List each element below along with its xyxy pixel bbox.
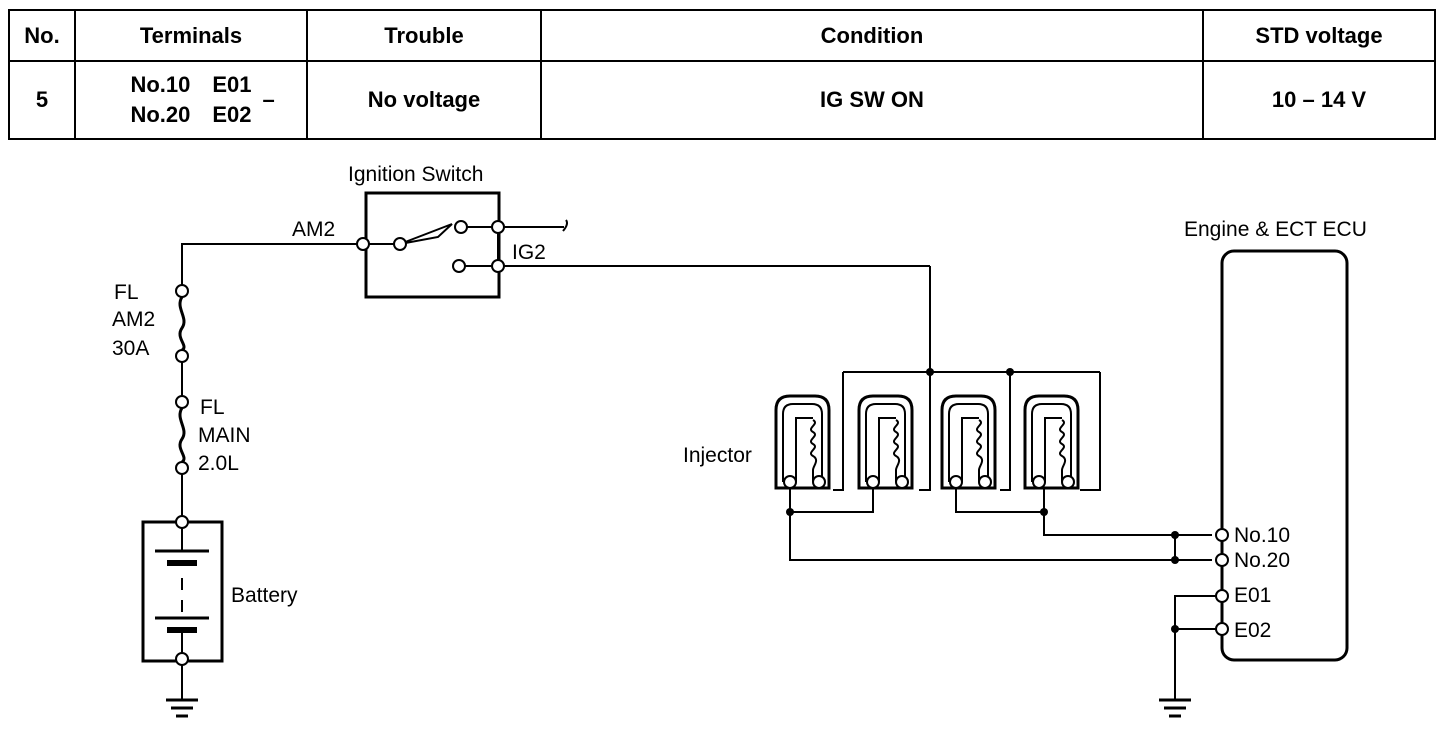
injector-3 xyxy=(940,394,997,490)
header-trouble: Trouble xyxy=(306,9,542,62)
terminal-pair-1: No.10 E01 xyxy=(130,70,251,100)
fuse-main-label-2: MAIN xyxy=(198,424,251,447)
injector-label: Injector xyxy=(683,444,752,467)
header-terminals: Terminals xyxy=(74,9,308,62)
junction-dots xyxy=(786,368,1179,633)
ecu-terminal-no20: No.20 xyxy=(1234,549,1290,572)
terminal-pairs: No.10 E01 No.20 E02 – xyxy=(130,70,274,130)
cell-condition: IG SW ON xyxy=(540,60,1204,140)
cell-terminals: No.10 E01 No.20 E02 – xyxy=(74,60,308,140)
ground-symbol-battery xyxy=(166,698,198,718)
spec-table: No. Terminals Trouble Condition STD volt… xyxy=(8,9,1436,140)
terminal-left-1: No.10 xyxy=(130,72,191,97)
ignition-switch-label: Ignition Switch xyxy=(348,163,483,186)
injector-signal-wiring xyxy=(789,488,1212,561)
terminal-right-2: E02 xyxy=(212,102,252,127)
injector-4 xyxy=(1023,394,1080,490)
ecu-ground-wiring xyxy=(1159,595,1216,718)
am2-terminal-label: AM2 xyxy=(292,218,335,241)
cell-no: 5 xyxy=(8,60,76,140)
power-wiring xyxy=(181,243,1101,491)
fuse-am2-label-3: 30A xyxy=(112,337,149,360)
fuse-am2-label-1: FL xyxy=(114,281,139,304)
terminal-separator: – xyxy=(262,87,275,112)
terminal-right-1: E01 xyxy=(212,72,252,97)
ecu-label: Engine & ECT ECU xyxy=(1184,218,1367,241)
terminal-left-2: No.20 xyxy=(130,102,191,127)
fuse-main xyxy=(175,395,189,516)
header-std-voltage: STD voltage xyxy=(1202,9,1436,62)
table-row: 5 No.10 E01 No.20 E02 – No voltage IG SW O… xyxy=(8,60,1436,140)
battery-label: Battery xyxy=(231,584,298,607)
battery xyxy=(141,515,224,700)
injector-2 xyxy=(857,394,914,490)
terminal-pair-2: No.20 E02 xyxy=(130,100,251,130)
table-header-row: No. Terminals Trouble Condition STD volt… xyxy=(8,9,1436,62)
fuse-main-label-1: FL xyxy=(200,396,225,419)
fuse-am2-label-2: AM2 xyxy=(112,308,155,331)
ecu-terminal-no10: No.10 xyxy=(1234,524,1290,547)
fuse-main-label-3: 2.0L xyxy=(198,452,239,475)
cell-trouble: No voltage xyxy=(306,60,542,140)
ig2-terminal-label: IG2 xyxy=(512,241,546,264)
header-condition: Condition xyxy=(540,9,1204,62)
injector-1 xyxy=(774,394,831,490)
cell-std-voltage: 10 – 14 V xyxy=(1202,60,1436,140)
ecu-terminal-e01: E01 xyxy=(1234,584,1271,607)
header-no: No. xyxy=(8,9,76,62)
fuse-am2 xyxy=(175,284,189,396)
ecu-terminal-e02: E02 xyxy=(1234,619,1271,642)
